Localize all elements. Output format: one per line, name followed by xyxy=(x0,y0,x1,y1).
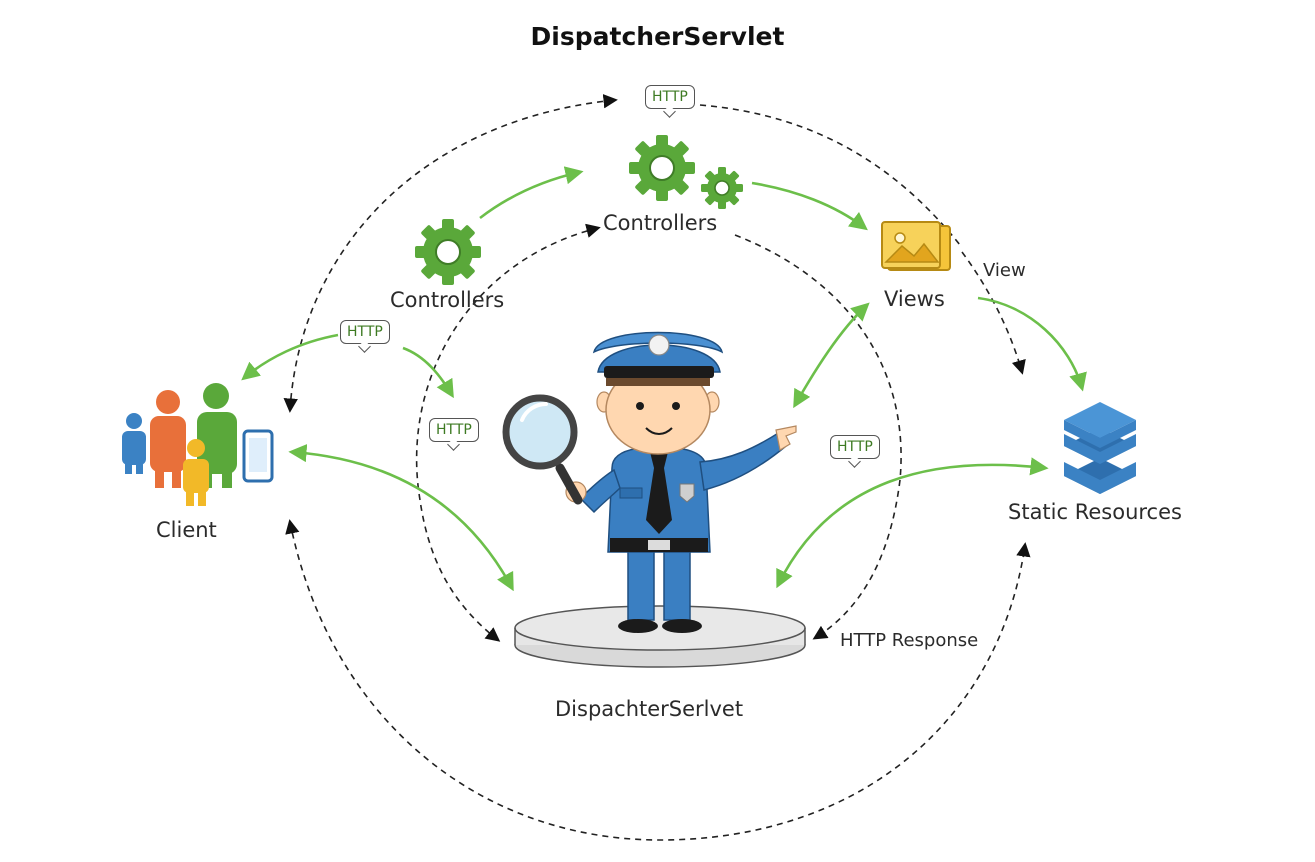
client-label: Client xyxy=(156,518,217,542)
gear-icon xyxy=(629,135,695,201)
gear-icon xyxy=(415,219,481,285)
controllers-left-label: Controllers xyxy=(390,288,505,312)
edge-client-to-http-top xyxy=(283,94,618,413)
arrow-officer-views xyxy=(793,302,870,409)
http-response-edge-label: HTTP Response xyxy=(840,630,979,651)
arrow-views-to-static xyxy=(977,296,1087,392)
arrow-static-dispatcher xyxy=(776,457,1049,589)
stack-icon xyxy=(1064,402,1136,494)
outer-dashed-loop xyxy=(283,94,1031,841)
arrow-http-to-client xyxy=(241,333,339,381)
dispatcher-label: DispachterSerlvet xyxy=(555,697,744,721)
green-arrows xyxy=(241,166,1087,592)
police-officer-icon xyxy=(565,331,797,633)
arrow-http-to-center xyxy=(402,346,454,399)
people-icon xyxy=(122,383,237,506)
dispatcher-platform xyxy=(514,605,806,668)
view-edge-label: View xyxy=(983,260,1026,281)
controllers-top-label: Controllers xyxy=(603,211,718,235)
magnifier-icon xyxy=(502,394,583,505)
gear-icon xyxy=(701,167,743,209)
diagram-title: DispatcherServlet xyxy=(530,22,785,51)
views-label: Views xyxy=(884,287,945,311)
http-bubble-left: HTTP xyxy=(340,320,390,344)
http-bubble-right: HTTP xyxy=(830,435,880,459)
edge-http-top-to-views xyxy=(699,104,961,246)
http-bubble-top: HTTP xyxy=(645,85,695,109)
edge-view-to-static xyxy=(961,251,1026,375)
arrow-controllers-to-top xyxy=(479,166,584,220)
static-resources-label: Static Resources xyxy=(1008,500,1182,524)
image-icon xyxy=(881,221,951,271)
phone-icon xyxy=(242,429,274,483)
edge-inner-right xyxy=(734,234,902,640)
http-bubble-center-left: HTTP xyxy=(429,418,479,442)
edge-bottom-loop xyxy=(285,519,1031,841)
arrow-top-to-views xyxy=(751,181,868,231)
arrow-client-dispatcher xyxy=(288,444,514,592)
